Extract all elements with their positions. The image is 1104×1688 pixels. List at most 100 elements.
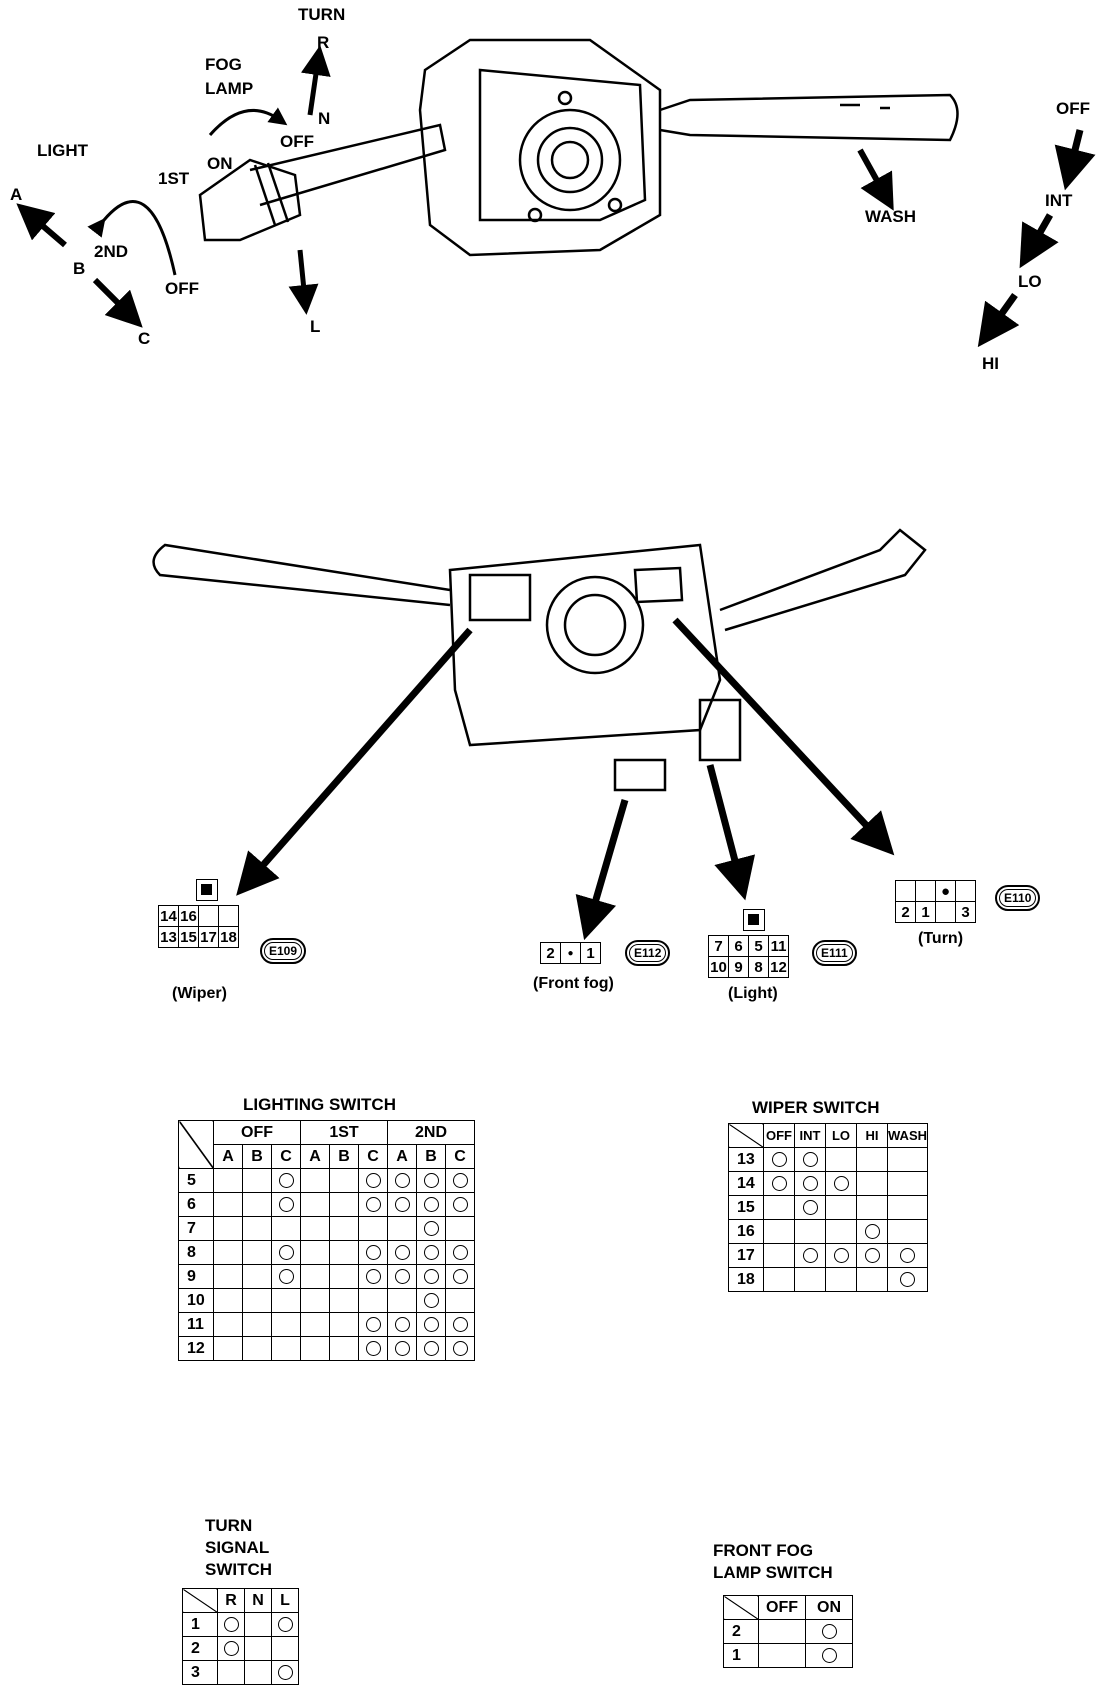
wiper-hi-label: HI (982, 354, 999, 373)
contact-mark (452, 1172, 468, 1188)
contact-mark (365, 1268, 381, 1284)
sub-header: B (242, 1144, 272, 1169)
sub-header: A (300, 1144, 330, 1169)
fog-lamp-label-1: FOG (205, 55, 242, 74)
turn-r-label: R (317, 33, 330, 52)
sub-header: C (271, 1144, 301, 1169)
front-fog-connector: 2 ● 1 (540, 942, 601, 964)
wiper-switch-title: WIPER SWITCH (752, 1098, 880, 1117)
contact-mark (821, 1623, 837, 1639)
group-header: 2ND (387, 1120, 475, 1145)
table-row: 12 (178, 1336, 475, 1361)
contact-mark (365, 1244, 381, 1260)
contact-mark (423, 1196, 439, 1212)
light-b-label: B (73, 259, 86, 278)
table-row: 2 (723, 1619, 853, 1644)
fog-off-label: OFF (280, 132, 314, 151)
light-c-label: C (138, 329, 151, 348)
top-switch-body (418, 38, 662, 257)
contact-mark (278, 1268, 294, 1284)
table-row: 1 (723, 1643, 853, 1668)
bottom-left-stalk (152, 543, 451, 607)
contact-mark (277, 1664, 293, 1680)
column-header: N (244, 1588, 272, 1613)
sub-header: B (416, 1144, 446, 1169)
group-header: OFF (213, 1120, 301, 1145)
table-row: 15 (728, 1195, 928, 1220)
turn-connector-code: E110 (995, 885, 1041, 911)
bottom-right-stalk (719, 528, 927, 632)
contact-mark (452, 1196, 468, 1212)
turn-signal-switch-title: TURN SIGNAL SWITCH (205, 1516, 273, 1579)
lighting-switch-title: LIGHTING SWITCH (243, 1095, 396, 1114)
table-row: 3 (182, 1660, 299, 1685)
contact-mark (423, 1172, 439, 1188)
turn-label: TURN (298, 5, 346, 24)
contact-mark (802, 1175, 818, 1191)
turn-connector: ● 2 1 3 (895, 880, 976, 923)
bottom-switch-center (545, 575, 645, 675)
contact-mark (394, 1196, 410, 1212)
wiper-stalk (659, 93, 959, 142)
contact-mark (802, 1247, 818, 1263)
table-row: 10 (178, 1288, 475, 1313)
contact-mark (423, 1340, 439, 1356)
table-row: 17 (728, 1243, 928, 1268)
contact-mark (833, 1175, 849, 1191)
table-row: 13 (728, 1147, 928, 1172)
turn-connector-caption: (Turn) (918, 930, 964, 947)
contact-mark (821, 1647, 837, 1663)
table-row: 1 (182, 1612, 299, 1637)
table-row: 7 (178, 1216, 475, 1241)
contact-mark (394, 1172, 410, 1188)
contact-mark (771, 1151, 787, 1167)
contact-mark (365, 1340, 381, 1356)
light-1st-label: 1ST (158, 169, 190, 188)
light-stalk (249, 123, 447, 207)
wiper-connector-caption: (Wiper) (172, 985, 227, 1002)
contact-mark (394, 1244, 410, 1260)
wash-label: WASH (865, 207, 916, 226)
contact-mark (278, 1196, 294, 1212)
contact-mark (277, 1616, 293, 1632)
contact-mark (802, 1151, 818, 1167)
light-label: LIGHT (37, 141, 88, 160)
contact-mark (223, 1640, 239, 1656)
table-row: 18 (728, 1267, 928, 1292)
contact-mark (452, 1268, 468, 1284)
sub-header: A (387, 1144, 417, 1169)
front-fog-switch-title: FRONT FOG LAMP SWITCH (713, 1541, 833, 1582)
top-switch-center-ring (518, 108, 622, 212)
table-row: 16 (728, 1219, 928, 1244)
wiper-connector-code: E109 (260, 938, 307, 964)
contact-mark (452, 1244, 468, 1260)
contact-mark (423, 1220, 439, 1236)
contact-mark (900, 1247, 915, 1263)
contact-mark (864, 1223, 880, 1239)
front-fog-connector-code: E112 (625, 940, 671, 966)
sub-header: C (358, 1144, 388, 1169)
wiper-lo-label: LO (1018, 272, 1042, 291)
light-2nd-label: 2ND (94, 242, 129, 261)
table-row: 8 (178, 1240, 475, 1265)
column-header: R (217, 1588, 245, 1613)
fog-lamp-label-2: LAMP (205, 79, 254, 98)
contact-mark (278, 1244, 294, 1260)
table-row: 11 (178, 1312, 475, 1337)
contact-mark (365, 1172, 381, 1188)
table-row: 9 (178, 1264, 475, 1289)
column-header: ON (805, 1595, 853, 1620)
contact-mark (394, 1268, 410, 1284)
table-row: 6 (178, 1192, 475, 1217)
sub-header: B (329, 1144, 359, 1169)
wiper-int-label: INT (1045, 191, 1073, 210)
contact-mark (365, 1316, 381, 1332)
light-connector: 7 6 5 11 10 9 8 12 (708, 909, 789, 978)
contact-mark (423, 1292, 439, 1308)
column-header: INT (794, 1123, 826, 1148)
contact-mark (223, 1616, 239, 1632)
